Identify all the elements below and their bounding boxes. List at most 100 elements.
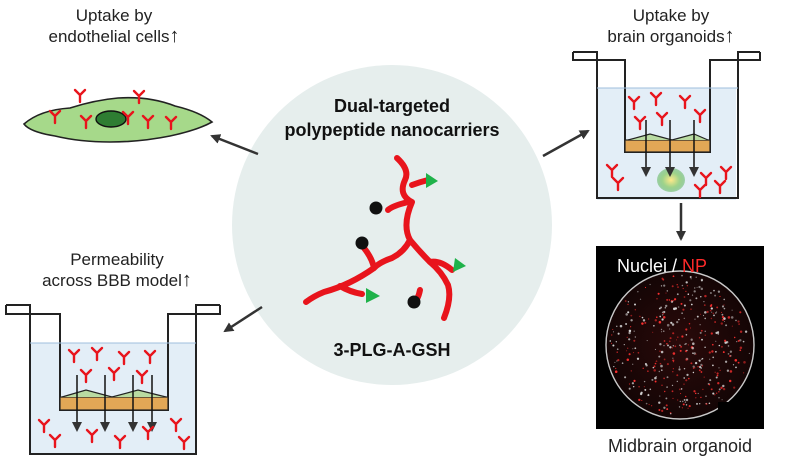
nucleus-speck xyxy=(699,324,701,326)
np-speck xyxy=(700,313,702,315)
np-speck xyxy=(665,404,668,407)
np-speck xyxy=(615,367,617,370)
nucleus-speck xyxy=(700,363,703,367)
np-speck xyxy=(680,345,683,348)
np-speck xyxy=(685,379,688,382)
nucleus-speck xyxy=(730,355,732,357)
np-speck xyxy=(656,298,658,300)
np-speck xyxy=(685,358,688,361)
nucleus-speck xyxy=(693,352,696,355)
ligand-triangle xyxy=(426,173,438,188)
nucleus-speck xyxy=(649,388,652,391)
np-speck xyxy=(612,328,614,330)
nucleus-speck xyxy=(715,340,717,342)
nucleus-speck xyxy=(694,318,696,320)
nucleus-speck xyxy=(660,328,663,331)
np-speck xyxy=(705,402,708,406)
np-speck xyxy=(739,311,742,314)
nucleus-speck xyxy=(659,395,661,397)
np-speck xyxy=(690,362,693,365)
np-speck xyxy=(672,359,675,362)
nucleus-speck xyxy=(658,307,661,310)
nucleus-speck xyxy=(695,402,699,405)
nucleus-speck xyxy=(625,322,628,326)
np-speck xyxy=(729,370,733,373)
np-speck xyxy=(672,352,676,355)
np-speck xyxy=(685,328,688,331)
np-speck xyxy=(710,304,713,306)
np-speck xyxy=(718,390,720,393)
nucleus-speck xyxy=(619,324,623,328)
nucleus-speck xyxy=(660,350,664,354)
np-speck xyxy=(610,334,613,336)
nucleus-speck xyxy=(687,293,690,295)
nucleus-speck xyxy=(693,287,696,289)
np-speck xyxy=(677,286,679,288)
np-speck xyxy=(641,399,643,402)
nucleus-speck xyxy=(723,298,726,301)
np-speck xyxy=(720,311,723,313)
np-speck xyxy=(698,369,701,372)
np-speck xyxy=(688,405,691,408)
np-speck xyxy=(627,303,629,306)
nucleus-speck xyxy=(727,353,730,355)
nucleus-speck xyxy=(679,400,681,403)
nucleus-speck xyxy=(681,274,683,277)
nucleus-speck xyxy=(686,349,688,352)
nucleus-speck xyxy=(663,310,666,314)
np-speck xyxy=(704,294,707,298)
np-speck xyxy=(659,362,662,365)
transwell-organoid xyxy=(572,51,761,200)
nucleus-speck xyxy=(729,350,733,353)
nucleus-speck xyxy=(684,401,687,403)
nucleus-speck xyxy=(697,392,699,395)
np-speck xyxy=(704,334,707,336)
np-speck xyxy=(737,361,740,364)
nucleus-speck xyxy=(713,289,715,292)
np-speck xyxy=(687,344,689,346)
nucleus-speck xyxy=(615,341,617,343)
nucleus-speck xyxy=(663,284,666,287)
organoid-uptake-line2: brain organoids xyxy=(607,27,725,46)
np-speck xyxy=(714,371,716,373)
nucleus-speck xyxy=(673,307,676,311)
np-speck xyxy=(710,388,713,391)
nucleus-speck xyxy=(662,330,665,333)
ligand-triangle xyxy=(366,288,380,303)
nucleus-speck xyxy=(636,357,640,360)
nucleus-speck xyxy=(690,303,693,306)
nucleus-speck xyxy=(670,413,672,415)
nucleus-speck xyxy=(717,290,721,293)
nucleus-speck xyxy=(628,329,632,333)
np-speck xyxy=(694,392,697,395)
nucleus-speck xyxy=(727,345,730,347)
organoid-uptake-line2-wrap: brain organoids↑ xyxy=(576,26,766,47)
ligand-triangle xyxy=(453,258,466,272)
nucleus-speck xyxy=(647,394,650,397)
nucleus-speck xyxy=(690,338,693,341)
nucleus-speck xyxy=(696,315,699,318)
nucleus-speck xyxy=(744,330,748,333)
np-speck xyxy=(697,366,699,368)
np-speck xyxy=(681,335,684,338)
np-speck xyxy=(630,370,632,372)
nucleus-speck xyxy=(699,331,702,334)
np-speck xyxy=(700,396,702,399)
nucleus-speck xyxy=(609,340,611,342)
np-speck xyxy=(666,408,669,411)
np-speck xyxy=(662,278,665,281)
nucleus-speck xyxy=(721,313,724,316)
increase-arrow-icon: ↑ xyxy=(724,25,735,47)
np-speck xyxy=(656,316,658,318)
np-speck xyxy=(674,345,677,348)
np-speck xyxy=(666,363,669,366)
np-speck xyxy=(676,284,678,286)
nucleus-speck xyxy=(666,323,670,327)
np-speck xyxy=(661,384,663,386)
nucleus-speck xyxy=(732,364,735,366)
nucleus-speck xyxy=(612,344,615,347)
np-speck xyxy=(738,323,740,325)
np-speck xyxy=(634,309,636,311)
nucleus-speck xyxy=(712,364,714,367)
nucleus-speck xyxy=(700,287,704,291)
